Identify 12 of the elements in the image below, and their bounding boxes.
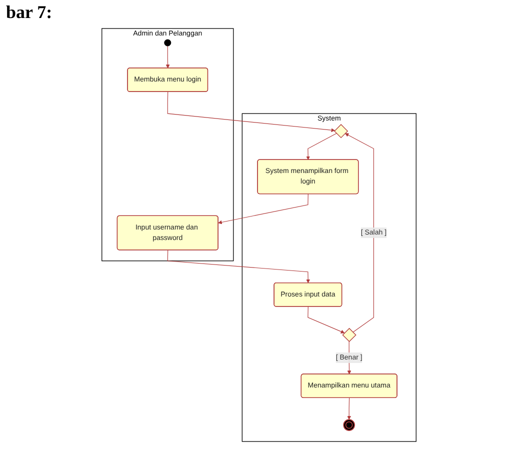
figure-title: bar 7: [6, 2, 52, 23]
arrow [347, 398, 351, 420]
arrow [218, 194, 308, 224]
node-diamond [342, 328, 356, 342]
arrow [308, 306, 345, 334]
arrow [167, 250, 310, 284]
arrow [167, 92, 335, 132]
arrow [344, 133, 374, 332]
arrow [166, 46, 170, 68]
node-diamond [334, 124, 348, 138]
node-circle [164, 39, 172, 46]
arrow [306, 133, 337, 160]
